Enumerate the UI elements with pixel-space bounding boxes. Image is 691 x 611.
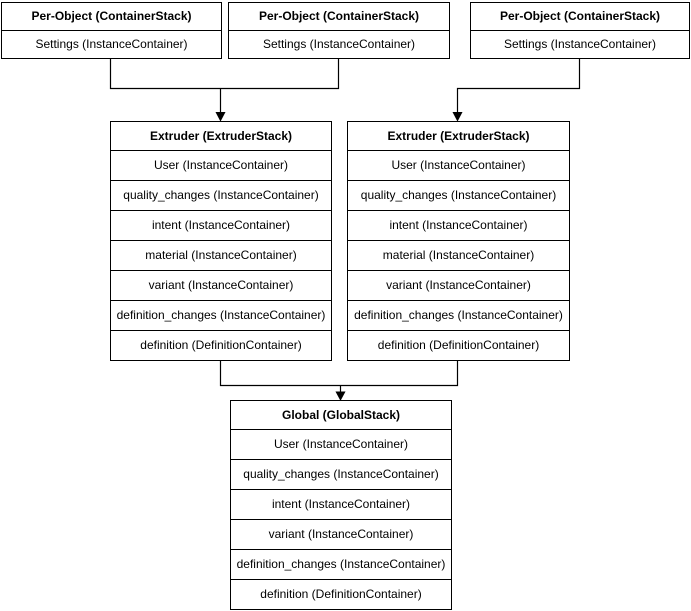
container-row-intent: intent (InstanceContainer) xyxy=(111,211,331,241)
container-row-definition: definition (DefinitionContainer) xyxy=(260,587,422,601)
container-row-material: material (InstanceContainer) xyxy=(111,241,331,271)
extruder-stack-left: Extruder (ExtruderStack) User (InstanceC… xyxy=(110,121,332,361)
container-row-definition-changes: definition_changes (InstanceContainer) xyxy=(111,301,331,331)
per-object-stack-1: Per-Object (ContainerStack) Settings (In… xyxy=(1,2,222,59)
stack-title: Extruder (ExtruderStack) xyxy=(348,122,569,151)
container-row-material: material (InstanceContainer) xyxy=(348,241,569,271)
container-row-settings: Settings (InstanceContainer) xyxy=(503,37,657,51)
container-row-variant: variant (InstanceContainer) xyxy=(231,520,451,550)
per-object-stack-3: Per-Object (ContainerStack) Settings (In… xyxy=(470,2,690,59)
container-row-variant: variant (InstanceContainer) xyxy=(348,271,569,301)
container-row-settings: Settings (InstanceContainer) xyxy=(262,37,416,51)
container-row-user: User (InstanceContainer) xyxy=(111,151,331,181)
container-row-intent: intent (InstanceContainer) xyxy=(348,211,569,241)
container-row-intent: intent (InstanceContainer) xyxy=(231,490,451,520)
stack-title: Per-Object (ContainerStack) xyxy=(229,3,449,31)
stack-title: Per-Object (ContainerStack) xyxy=(2,3,221,31)
container-row-definition-changes: definition_changes (InstanceContainer) xyxy=(348,301,569,331)
global-stack: Global (GlobalStack) User (InstanceConta… xyxy=(230,400,452,610)
connector-per-object-to-extruder-right xyxy=(452,59,581,122)
arrowhead-global xyxy=(335,391,346,401)
connector-per-objects-to-extruder-left xyxy=(109,59,340,122)
container-row-user: User (InstanceContainer) xyxy=(231,430,451,460)
stack-title: Per-Object (ContainerStack) xyxy=(471,3,689,31)
container-row-quality-changes: quality_changes (InstanceContainer) xyxy=(231,460,451,490)
container-row-quality-changes: quality_changes (InstanceContainer) xyxy=(111,181,331,211)
container-row-quality-changes: quality_changes (InstanceContainer) xyxy=(348,181,569,211)
per-object-stack-2: Per-Object (ContainerStack) Settings (In… xyxy=(228,2,450,59)
container-row-definition-changes: definition_changes (InstanceContainer) xyxy=(231,550,451,580)
stack-title: Global (GlobalStack) xyxy=(231,401,451,430)
container-row-definition: definition (DefinitionContainer) xyxy=(140,338,302,352)
connector-extruders-to-global xyxy=(219,361,459,401)
arrowhead-extruder-left xyxy=(215,112,226,122)
stack-title: Extruder (ExtruderStack) xyxy=(111,122,331,151)
arrowhead-extruder-right xyxy=(452,112,463,122)
container-row-settings: Settings (InstanceContainer) xyxy=(35,37,188,51)
container-row-user: User (InstanceContainer) xyxy=(348,151,569,181)
container-row-definition: definition (DefinitionContainer) xyxy=(377,338,540,352)
container-row-variant: variant (InstanceContainer) xyxy=(111,271,331,301)
extruder-stack-right: Extruder (ExtruderStack) User (InstanceC… xyxy=(347,121,570,361)
